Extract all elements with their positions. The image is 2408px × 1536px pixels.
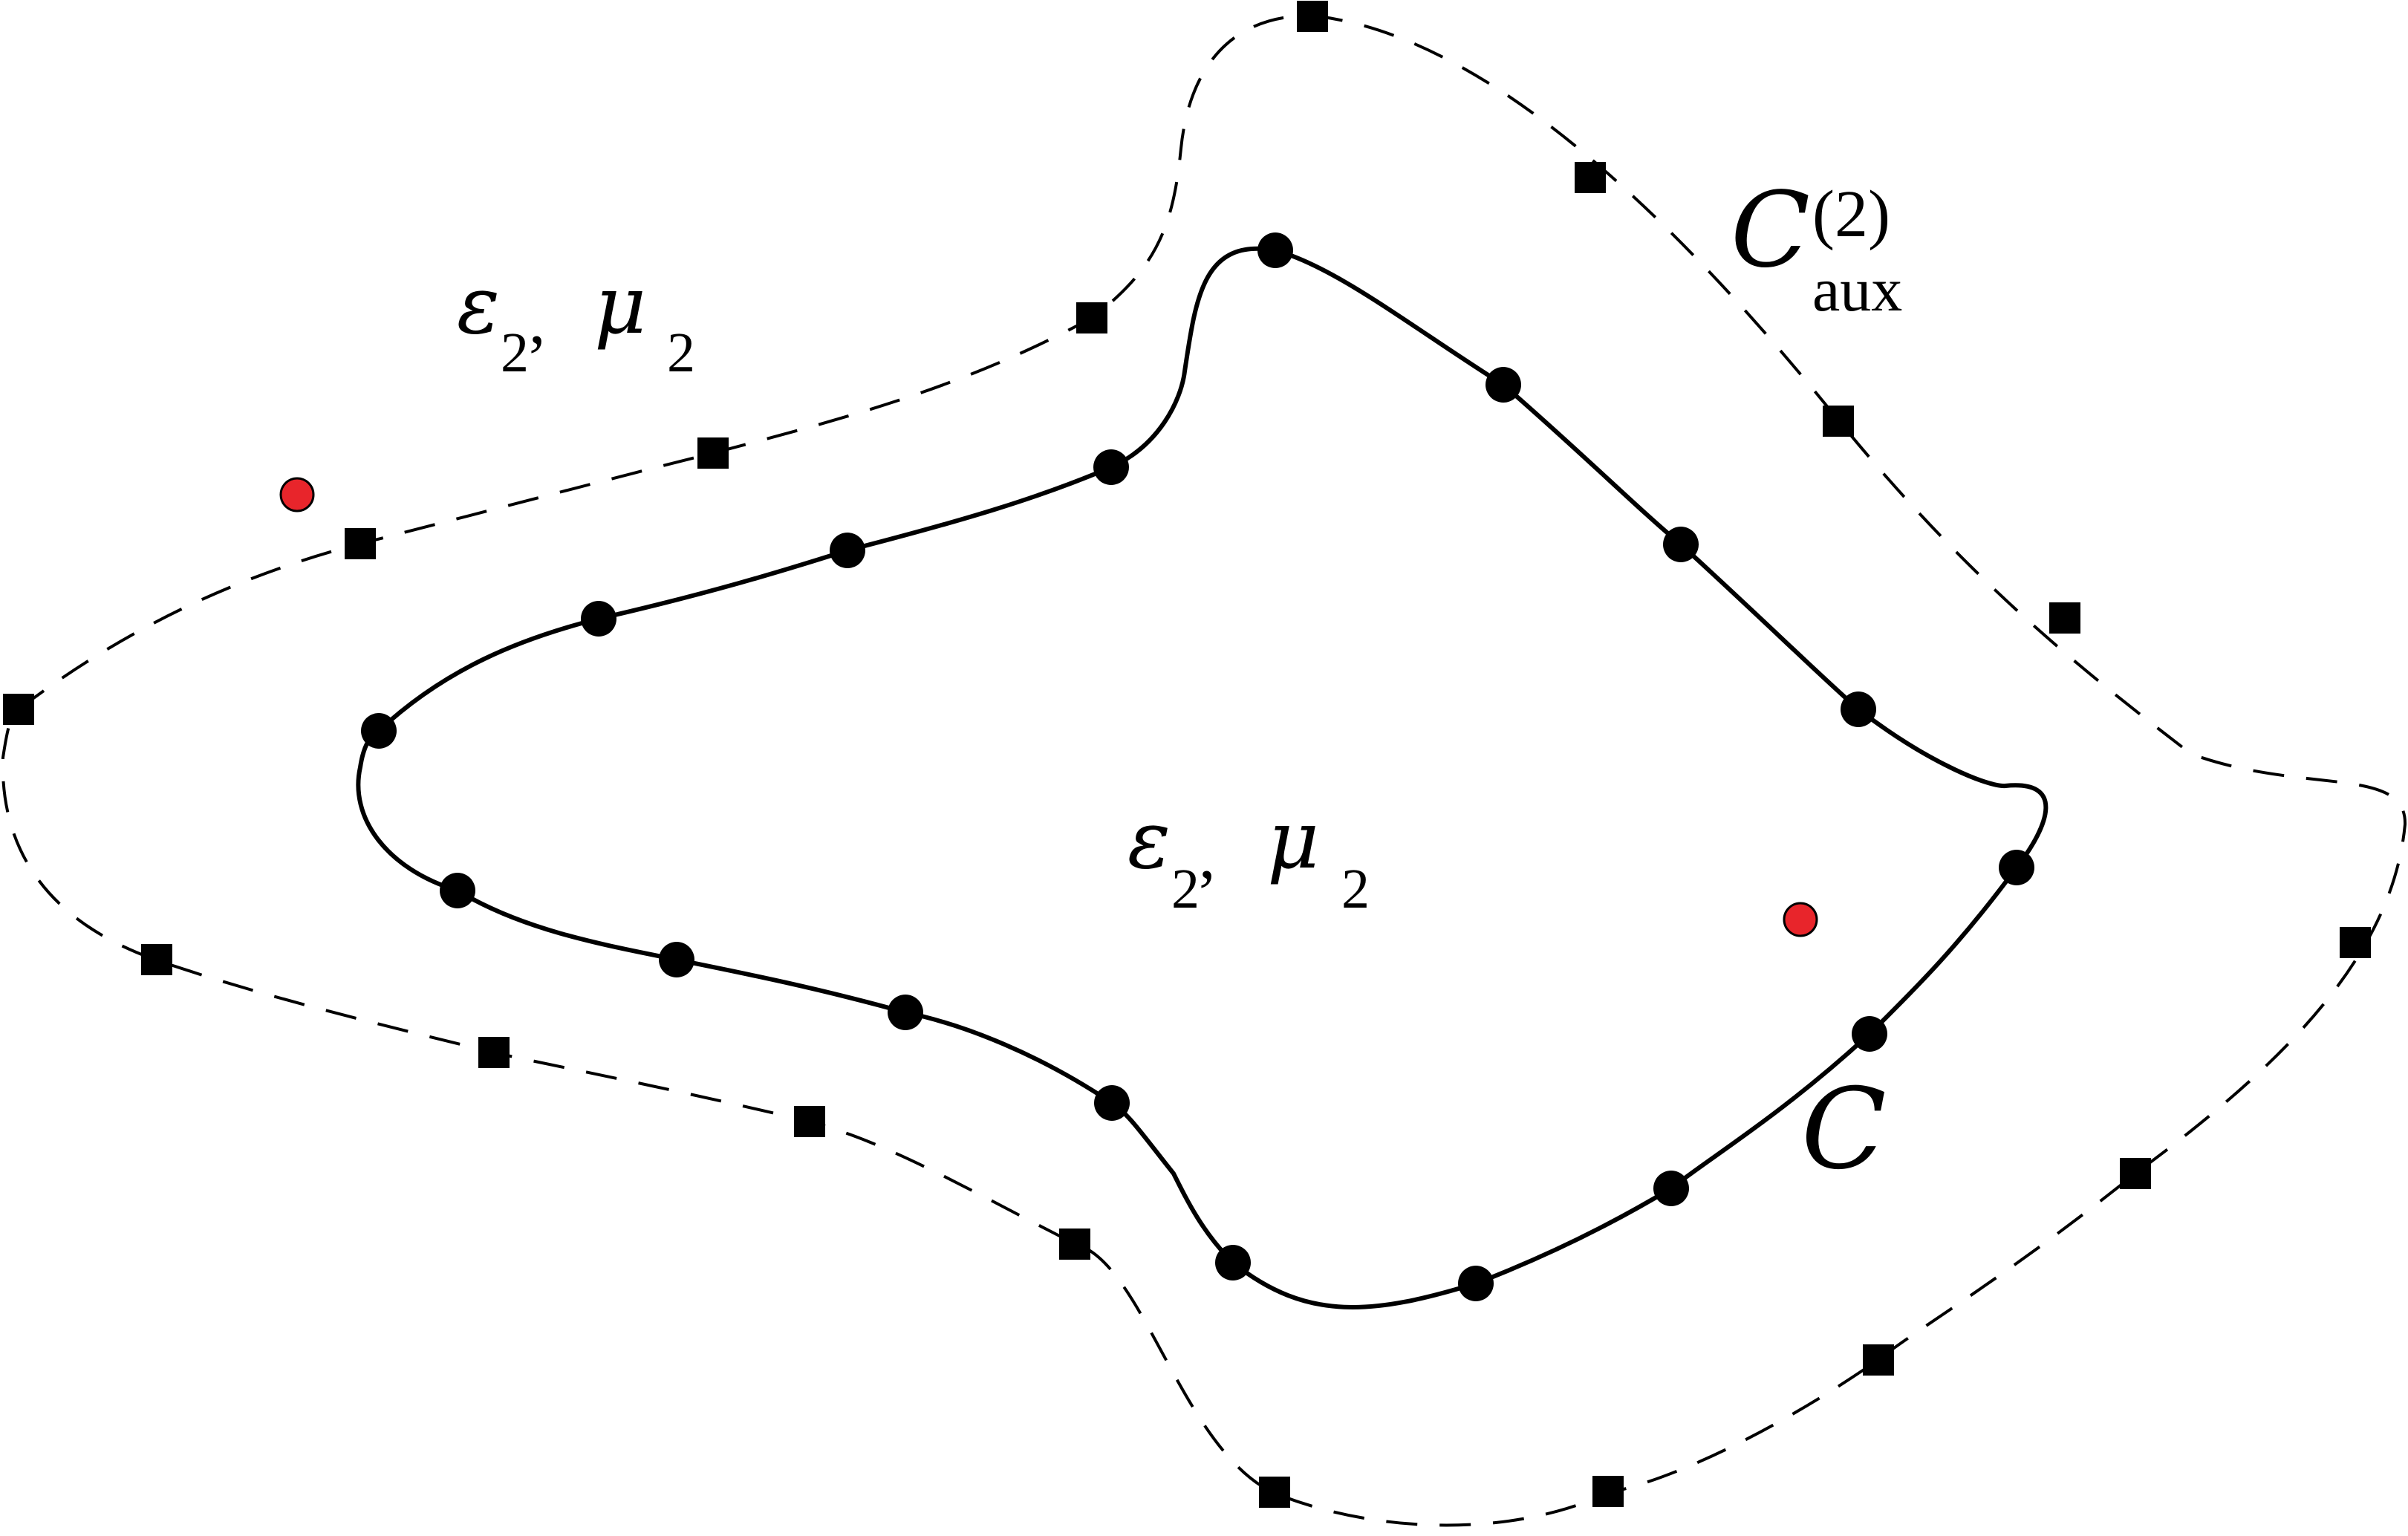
- boundary-node: [1841, 691, 1876, 727]
- boundary-node: [361, 713, 397, 749]
- aux-square: [2340, 927, 2371, 958]
- aux-square: [2049, 602, 2080, 634]
- aux-square: [697, 437, 729, 469]
- aux-square: [1575, 162, 1606, 193]
- aux-square: [1592, 1476, 1624, 1507]
- aux-square: [478, 1037, 510, 1068]
- aux-square: [1863, 1344, 1894, 1376]
- aux-square: [345, 528, 376, 559]
- aux-square: [3, 694, 34, 725]
- aux-square: [2120, 1158, 2151, 1189]
- outer-sep: ,: [529, 284, 546, 358]
- inner-mu: μ: [1267, 794, 1319, 887]
- boundary-node: [1257, 232, 1293, 268]
- aux-square: [1059, 1229, 1090, 1260]
- outer-mu: μ: [594, 259, 646, 352]
- boundary-node: [830, 533, 865, 568]
- aux-square: [1076, 302, 1107, 333]
- boundary-node: [1486, 367, 1521, 403]
- boundary-node: [1093, 449, 1129, 485]
- boundary-node: [1215, 1245, 1251, 1280]
- inner-eps: ε: [1127, 794, 1171, 887]
- boundary-nodes: [361, 232, 2034, 1301]
- source-points: [279, 477, 1818, 937]
- inner-sep: ,: [1199, 819, 1216, 893]
- boundary-node: [659, 942, 694, 977]
- boundary-node: [581, 601, 616, 637]
- aux-subscript: aux: [1812, 256, 1902, 325]
- aux-symbol: C: [1731, 170, 1810, 291]
- inner-eps-sub: 2: [1171, 858, 1200, 920]
- aux-source-squares: [3, 1, 2371, 1508]
- outer-region-label: ε 2 , μ 2: [457, 259, 695, 384]
- aux-square: [1259, 1477, 1290, 1508]
- aux-square: [141, 944, 172, 975]
- aux-superscript: (2): [1812, 178, 1890, 251]
- aux-contour-curve: [1, 13, 2407, 1527]
- boundary-node: [1094, 1085, 1130, 1121]
- outer-eps-sub: 2: [501, 322, 529, 384]
- aux-contour-label: C (2) aux: [1731, 170, 1902, 325]
- boundary-node: [888, 995, 923, 1030]
- boundary-node: [440, 873, 475, 908]
- inner-mu-sub: 2: [1341, 858, 1370, 920]
- boundary-node: [1458, 1266, 1494, 1301]
- source-point-inner: [1783, 902, 1818, 937]
- aux-square: [1823, 406, 1854, 437]
- inner-region-label: ε 2 , μ 2: [1127, 794, 1370, 920]
- boundary-node: [1653, 1171, 1689, 1206]
- outer-eps: ε: [457, 259, 500, 352]
- boundary-contour-curve: [356, 246, 2049, 1309]
- source-point-outer: [279, 477, 315, 512]
- boundary-node: [1852, 1016, 1887, 1052]
- boundary-label: C: [1801, 1065, 1887, 1194]
- boundary-node: [1663, 527, 1699, 562]
- aux-square: [1297, 1, 1328, 32]
- outer-mu-sub: 2: [667, 322, 695, 384]
- aux-square: [794, 1106, 825, 1137]
- boundary-node: [1999, 850, 2034, 885]
